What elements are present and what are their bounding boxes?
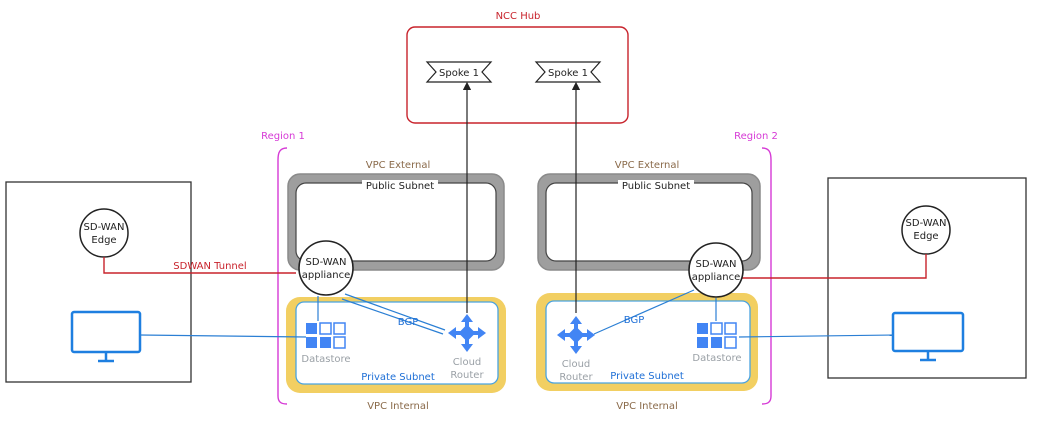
spoke-right-label: Spoke 1	[548, 68, 588, 79]
sdwan-edge-left-line2: Edge	[91, 235, 116, 246]
bgp-right-line	[593, 289, 695, 335]
public-subnet-right-labelbg	[618, 180, 694, 191]
sdwan-edge-right	[901, 205, 951, 255]
region-1-bracket	[277, 147, 288, 405]
vpc-external-left-label: VPC External	[366, 160, 431, 171]
sdwan-edge-right-line2: Edge	[913, 231, 938, 242]
public-subnet-right-label: Public Subnet	[622, 181, 690, 192]
sdwan-tunnel-right-line	[742, 254, 927, 279]
private-subnet-right-label: Private Subnet	[610, 371, 684, 382]
spoke-left-label: Spoke 1	[439, 68, 479, 79]
vpc-internal-left-label: VPC Internal	[367, 401, 429, 412]
cloud-router-right-line1: Cloud	[562, 359, 591, 370]
sdwan-appliance-right-line2: appliance	[692, 272, 741, 283]
sdwan-edge-left-line1: SD-WAN	[84, 222, 125, 233]
datastore-left-icon	[306, 322, 346, 349]
sdwan-appliance-left	[298, 240, 354, 296]
spoke-right-shape	[534, 61, 602, 83]
region-1-label: Region 1	[261, 131, 305, 142]
ncc-hub-title: NCC Hub	[496, 11, 541, 22]
cloud-router-right-line2: Router	[559, 372, 593, 383]
public-subnet-left-label: Public Subnet	[366, 181, 434, 192]
sdwan-appliance-left-line1: SD-WAN	[306, 257, 347, 268]
public-subnet-left-labelbg	[362, 180, 438, 191]
sdwan-tunnel-left-line	[103, 257, 296, 274]
region-2-bracket	[761, 147, 772, 405]
sdwan-tunnel-label: SDWAN Tunnel	[173, 261, 246, 272]
site-left-box	[5, 181, 192, 383]
sdwan-edge-left	[79, 208, 129, 258]
bgp-left-line-a	[344, 293, 446, 331]
sdwan-edge-right-line1: SD-WAN	[906, 218, 947, 229]
vpc-internal-right-label: VPC Internal	[616, 401, 678, 412]
bgp-right-label: BGP	[624, 315, 644, 326]
private-subnet-right	[545, 300, 751, 384]
vpc-external-right-label: VPC External	[615, 160, 680, 171]
spoke-left-shape	[425, 61, 493, 83]
datastore-right-icon	[697, 322, 737, 349]
private-subnet-left-label: Private Subnet	[361, 372, 435, 383]
datastore-left-label: Datastore	[301, 354, 350, 365]
private-subnet-left	[295, 301, 499, 385]
ncc-hub-box	[406, 26, 629, 124]
sdwan-appliance-left-line2: appliance	[302, 270, 351, 281]
bgp-left-line-b	[341, 298, 444, 335]
cloud-router-left-line1: Cloud	[453, 357, 482, 368]
monitor-right-icon	[891, 311, 965, 362]
sdwan-appliance-right-line1: SD-WAN	[696, 259, 737, 270]
sdwan-appliance-right	[688, 242, 744, 298]
region-2-label: Region 2	[734, 131, 778, 142]
bgp-left-label: BGP	[398, 317, 418, 328]
cloud-router-left-line2: Router	[450, 370, 484, 381]
cloud-router-right-icon	[557, 316, 595, 354]
datastore-right-label: Datastore	[692, 353, 741, 364]
monitor-left-icon	[70, 310, 142, 363]
link-monitor-datastore-left	[139, 334, 307, 338]
link-monitor-datastore-right	[738, 334, 894, 338]
